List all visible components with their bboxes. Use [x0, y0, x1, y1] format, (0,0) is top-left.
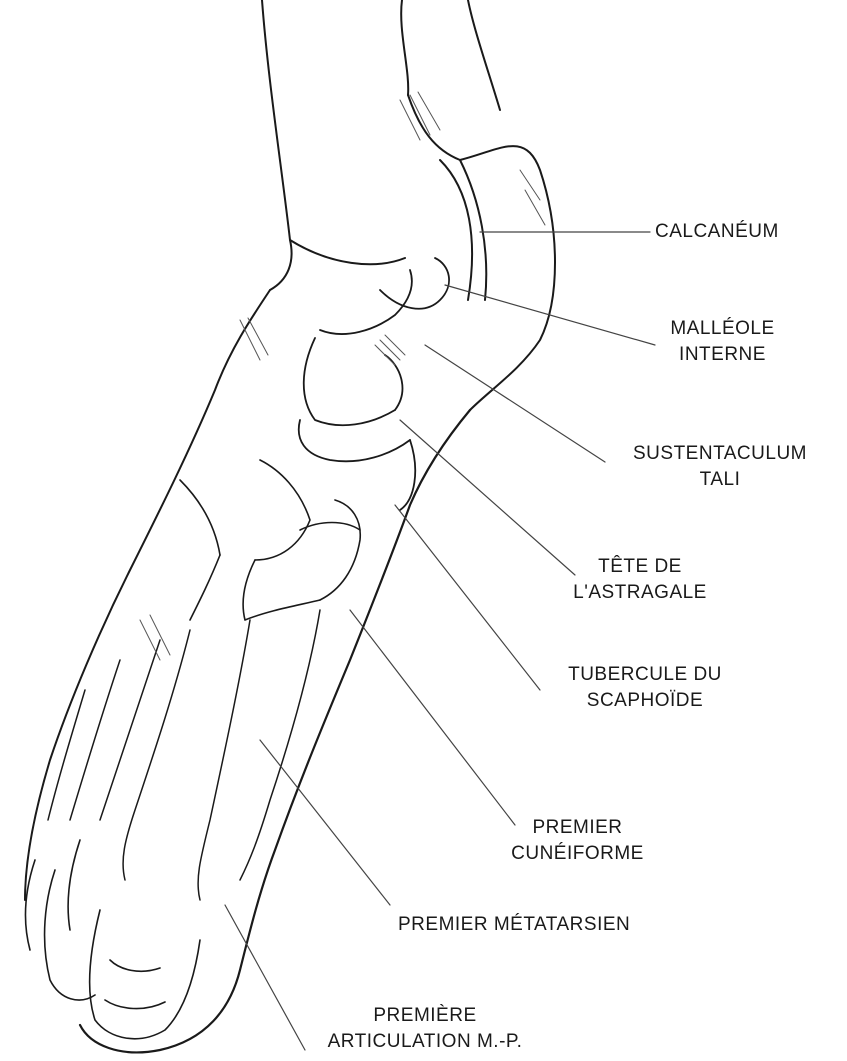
label-cuneiforme-line1: PREMIER [500, 815, 655, 841]
label-calcaneum: CALCANÉUM [655, 219, 779, 245]
label-calcaneum-text: CALCANÉUM [655, 219, 779, 245]
leader-metatarsien [260, 740, 390, 905]
leader-tete [400, 420, 575, 575]
label-malleole-line2: INTERNE [655, 342, 790, 368]
leader-malleole [445, 285, 655, 345]
label-premier-cuneiforme: PREMIER CUNÉIFORME [500, 815, 655, 867]
label-premiere-articulation: PREMIÈRE ARTICULATION M.-P. [300, 1003, 550, 1055]
label-cuneiforme-line2: CUNÉIFORME [500, 841, 655, 867]
shading [140, 92, 545, 660]
lateral-border [25, 290, 270, 900]
label-articulation-line1: PREMIÈRE [300, 1003, 550, 1029]
midfoot-bones [180, 460, 360, 620]
toes [25, 840, 200, 1039]
metatarsals [48, 610, 320, 900]
leader-tubercule [395, 505, 540, 690]
leg-outline [262, 0, 500, 290]
label-tubercule-line1: TUBERCULE DU [545, 662, 745, 688]
label-malleole-interne: MALLÉOLE INTERNE [655, 316, 790, 368]
heel-outline [408, 95, 555, 410]
label-sustentaculum-tali: SUSTENTACULUM TALI [605, 441, 835, 493]
label-tete-astragale: TÊTE DE L'ASTRAGALE [545, 554, 735, 606]
leader-sustentaculum [425, 345, 605, 462]
label-metatarsien-text: PREMIER MÉTATARSIEN [398, 912, 630, 938]
label-articulation-line2: ARTICULATION M.-P. [300, 1029, 550, 1055]
label-tubercule-scaphoide: TUBERCULE DU SCAPHOÏDE [545, 662, 745, 714]
leader-cuneiforme [350, 610, 515, 825]
label-tete-line1: TÊTE DE [545, 554, 735, 580]
label-sustentaculum-line2: TALI [605, 467, 835, 493]
label-tubercule-line2: SCAPHOÏDE [545, 688, 745, 714]
label-malleole-line1: MALLÉOLE [655, 316, 790, 342]
label-sustentaculum-line1: SUSTENTACULUM [605, 441, 835, 467]
label-tete-line2: L'ASTRAGALE [545, 580, 735, 606]
label-premier-metatarsien: PREMIER MÉTATARSIEN [398, 912, 630, 938]
medial-border [80, 410, 470, 1052]
